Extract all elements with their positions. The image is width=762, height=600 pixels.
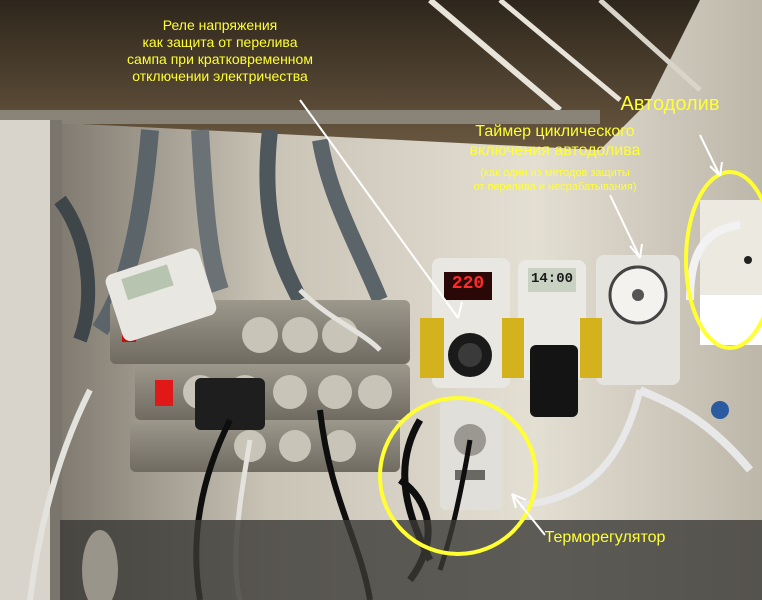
annotation-line: сампа при кратковременном	[127, 51, 313, 67]
arrow-to-auto-top-off	[699, 134, 721, 177]
hose	[54, 195, 96, 343]
shelf-rail	[598, 0, 702, 92]
shelf-rail	[428, 0, 562, 113]
tubing	[638, 386, 754, 473]
power-switch-red	[155, 380, 173, 406]
voltage-relay-annotation: Реле напряжения как защита от перелива с…	[120, 17, 320, 85]
auto-top-off-device	[700, 200, 762, 310]
bottle	[82, 530, 118, 600]
shelf-edge	[0, 110, 600, 124]
annotation-line: включения автодолива	[469, 142, 641, 159]
yellow-holder	[580, 318, 602, 378]
digital-timer-display: 14:00	[530, 271, 573, 287]
phone-charger	[530, 345, 578, 417]
arrow-to-thermostat	[511, 493, 546, 536]
voltage-relay-display-bg	[444, 272, 492, 300]
tubing	[686, 221, 741, 301]
hose	[92, 129, 159, 335]
auto-top-off-label: Автодолив	[620, 93, 720, 115]
yellow-holder	[502, 318, 524, 378]
arrow-to-voltage-relay	[299, 99, 459, 319]
annotation-line: (как один из методов защиты	[480, 167, 630, 179]
plug-timer-left	[105, 248, 217, 342]
annotation-line: Таймер циклического	[475, 123, 635, 140]
annotation-line: Реле напряжения	[162, 17, 278, 33]
shelf-rail	[498, 0, 622, 102]
arrow-to-mechanical-timer	[609, 194, 641, 259]
cyclic-timer-annotation: Таймер циклического включения автодолива	[440, 122, 670, 160]
power-adapter	[195, 378, 265, 430]
hose	[312, 138, 388, 303]
annotation-line: от перелива и несрабатывания)	[473, 181, 637, 193]
tubing	[519, 389, 644, 509]
hose	[191, 129, 229, 293]
thermostat-label: Терморегулятор	[544, 529, 666, 546]
hose	[259, 129, 308, 304]
auto-top-off-highlight-circle	[684, 170, 762, 350]
tank-edge	[60, 520, 762, 600]
voltage-relay-display: 220	[451, 274, 485, 294]
cyclic-timer-note: (как один из методов защиты от перелива …	[450, 166, 660, 194]
annotation-line: как защита от перелива	[142, 34, 298, 50]
annotation-line: отключении электричества	[132, 68, 308, 84]
blue-valve	[711, 401, 729, 419]
thermostat-highlight-circle	[378, 396, 538, 556]
yellow-holder	[420, 318, 444, 378]
